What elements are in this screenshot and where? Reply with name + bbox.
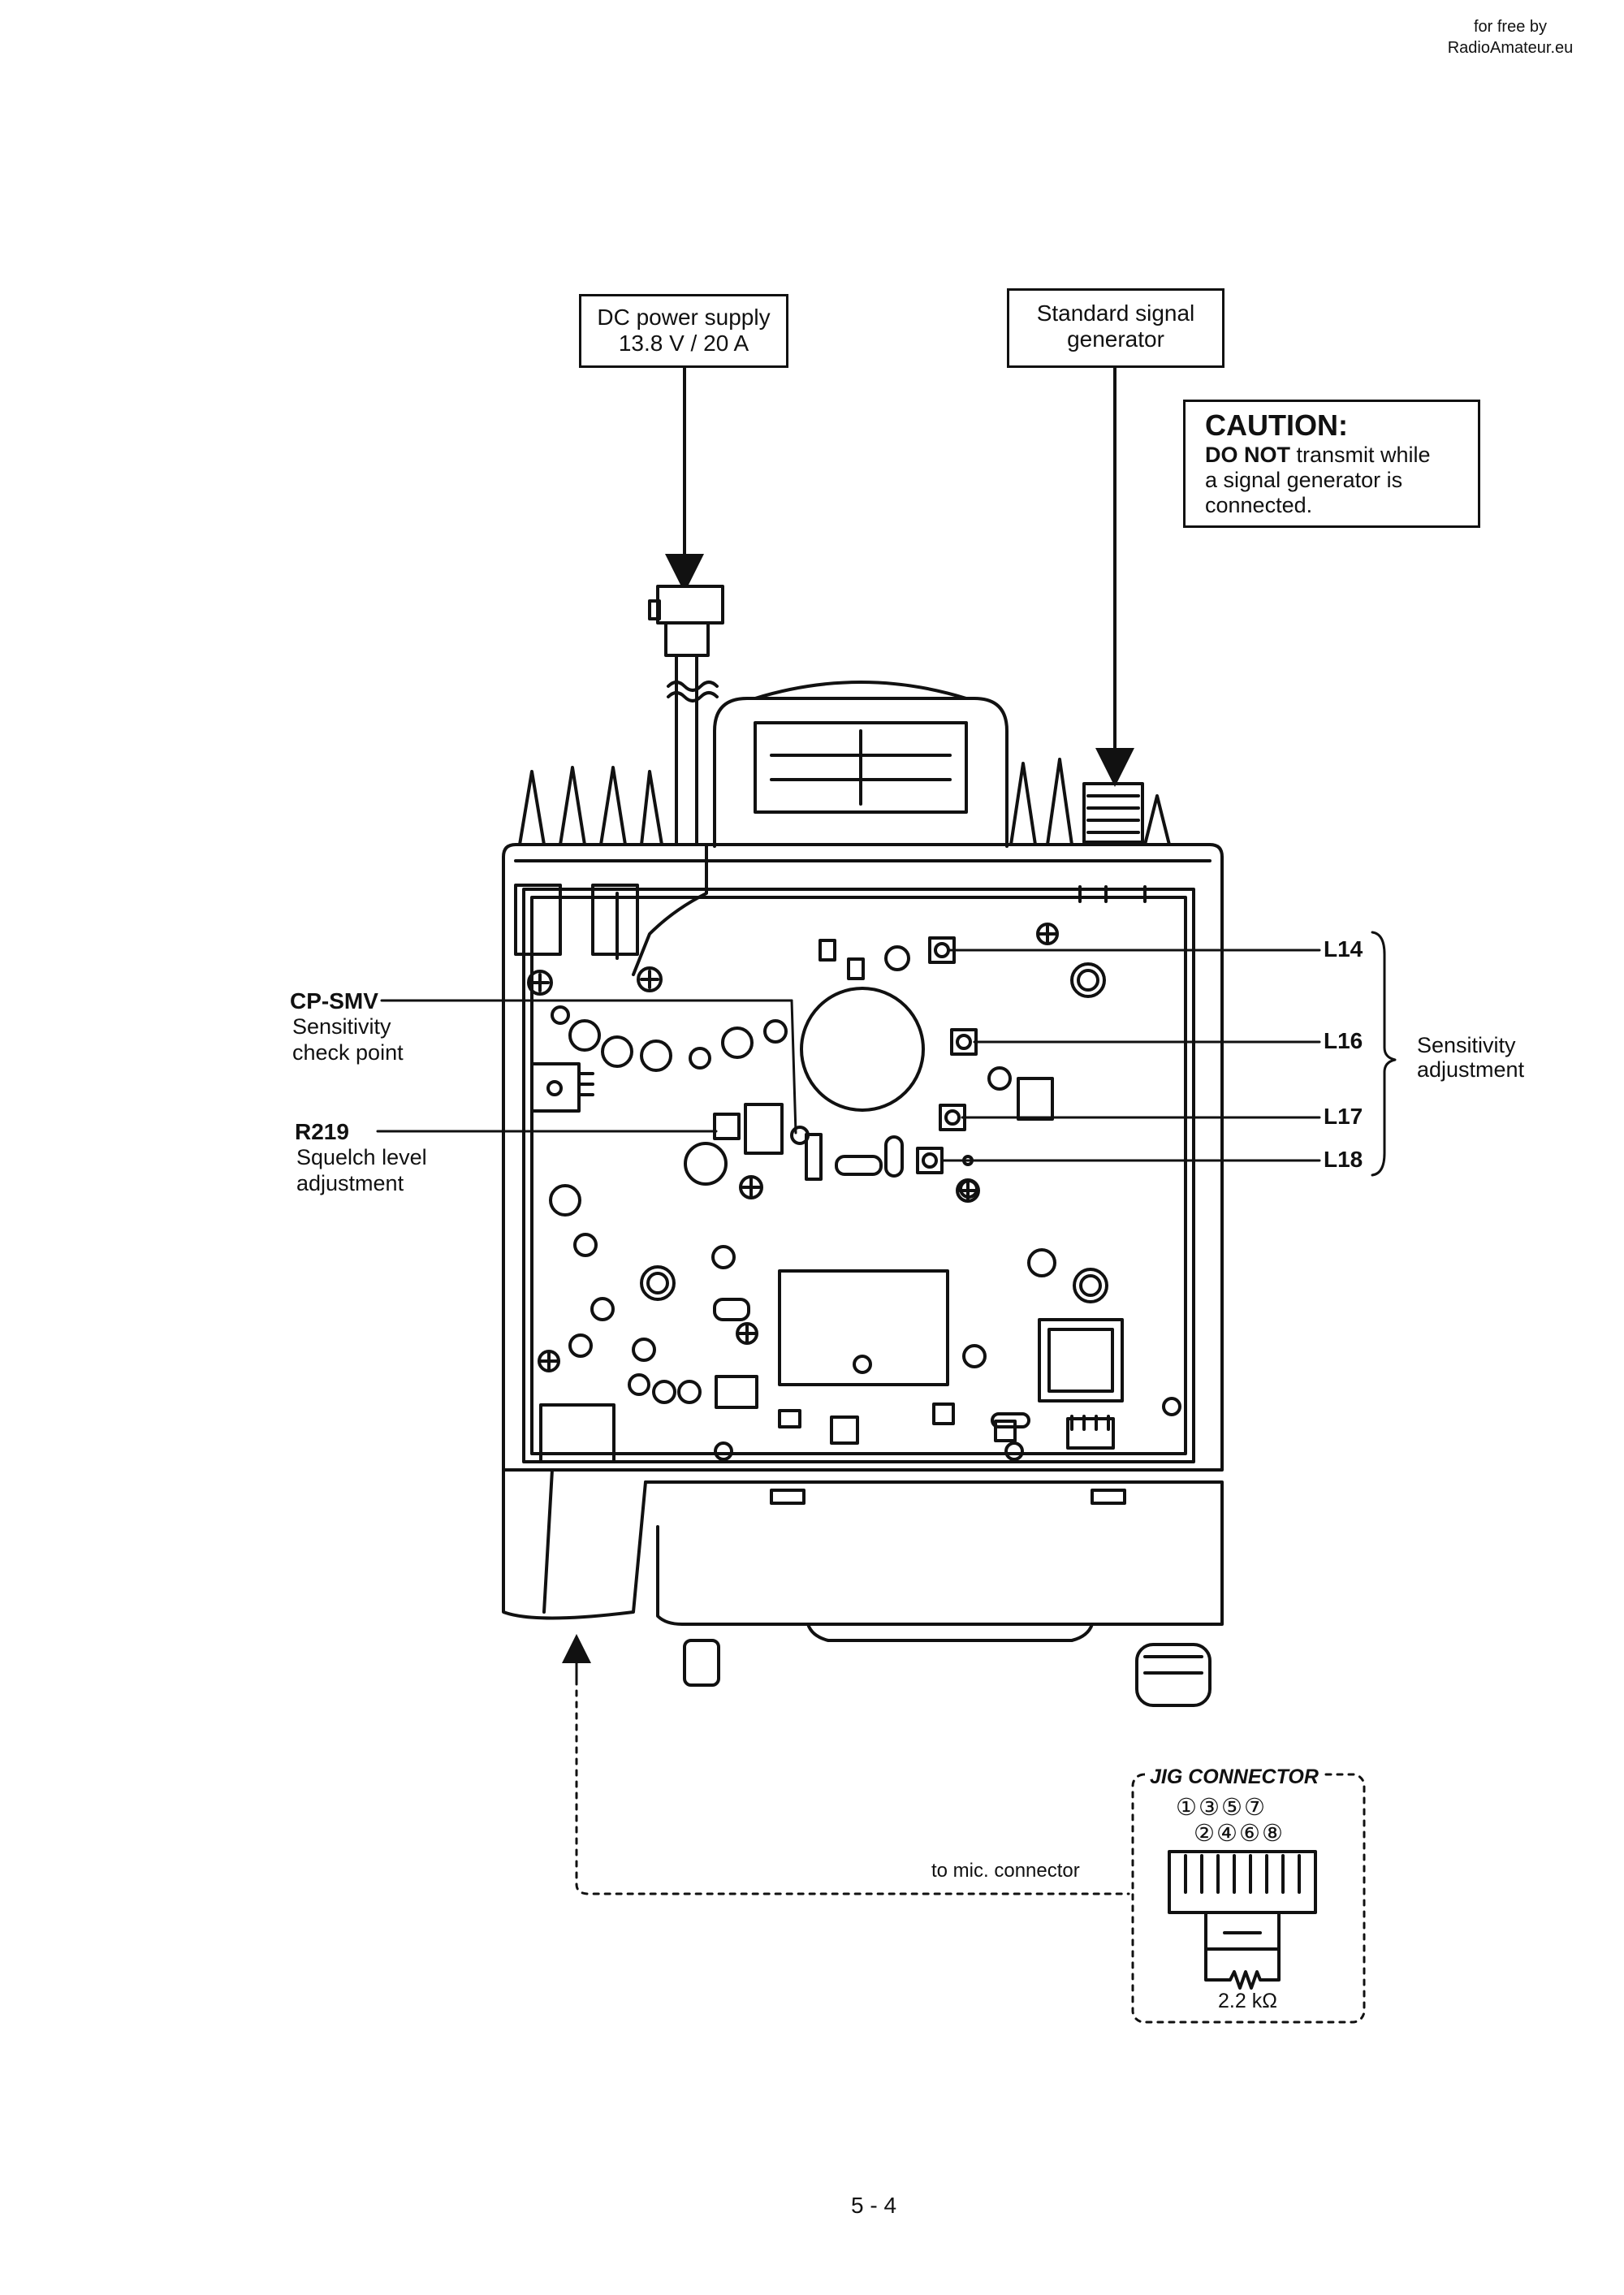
watermark-line1: for free by	[1473, 18, 1548, 36]
cp-smv-desc1: Sensitivity	[292, 1014, 391, 1039]
caution-box: CAUTION: DO NOT transmit while a signal …	[1183, 400, 1480, 528]
jig-pins-bottom: ②④⑥⑧	[1194, 1821, 1285, 1847]
r219-desc2: adjustment	[296, 1171, 404, 1195]
power-supply-line1: DC power supply	[597, 305, 771, 330]
callout-leaders	[376, 931, 1397, 1177]
mic-connector-label: to mic. connector	[931, 1860, 1080, 1882]
heat-sink-fins	[518, 758, 1171, 846]
large-capacitor	[800, 987, 925, 1112]
caution-title: CAUTION:	[1205, 408, 1348, 442]
caution-line2: a signal generator is	[1205, 468, 1403, 492]
caution-line1: DO NOT transmit while	[1205, 443, 1478, 468]
sensitivity-adjustment-line2: adjustment	[1417, 1057, 1525, 1082]
caution-line1-rest: transmit while	[1290, 443, 1431, 467]
watermark-line2: RadioAmateur.eu	[1447, 39, 1574, 57]
r219-desc1: Squelch level	[296, 1145, 427, 1169]
jig-pins-top: ①③⑤⑦	[1176, 1795, 1267, 1821]
signal-generator-line1: Standard signal	[1036, 300, 1195, 326]
jig-resistor-value: 2.2 kΩ	[1218, 1990, 1277, 2012]
signal-generator-box: Standard signal generator	[1007, 288, 1224, 368]
cp-smv-label: CP-SMV	[290, 988, 378, 1014]
page-number: 5 - 4	[851, 2193, 897, 2218]
l17-label: L17	[1324, 1104, 1363, 1129]
dc-plug	[648, 585, 724, 846]
caution-emphasis: DO NOT	[1205, 443, 1290, 467]
sensitivity-adjustment-line1: Sensitivity	[1417, 1033, 1516, 1057]
l16-label: L16	[1324, 1028, 1363, 1053]
signal-generator-line2: generator	[1067, 326, 1164, 352]
l18-label: L18	[1324, 1147, 1363, 1172]
misc-components	[530, 885, 1147, 1463]
caution-line3: connected.	[1205, 493, 1313, 517]
r219-label: R219	[295, 1119, 349, 1144]
jig-connector-title: JIG CONNECTOR	[1145, 1766, 1324, 1789]
antenna-connector	[1082, 782, 1144, 844]
front-panel	[502, 1468, 1224, 1707]
top-speaker-housing	[713, 681, 1009, 848]
chassis	[502, 843, 1224, 1472]
cp-smv-desc2: check point	[292, 1040, 404, 1065]
power-supply-box: DC power supply 13.8 V / 20 A	[579, 294, 788, 368]
l14-label: L14	[1324, 936, 1363, 962]
power-supply-line2: 13.8 V / 20 A	[618, 331, 749, 356]
jig-plug	[1168, 1850, 1317, 1990]
mounting-screws	[527, 923, 1181, 1461]
